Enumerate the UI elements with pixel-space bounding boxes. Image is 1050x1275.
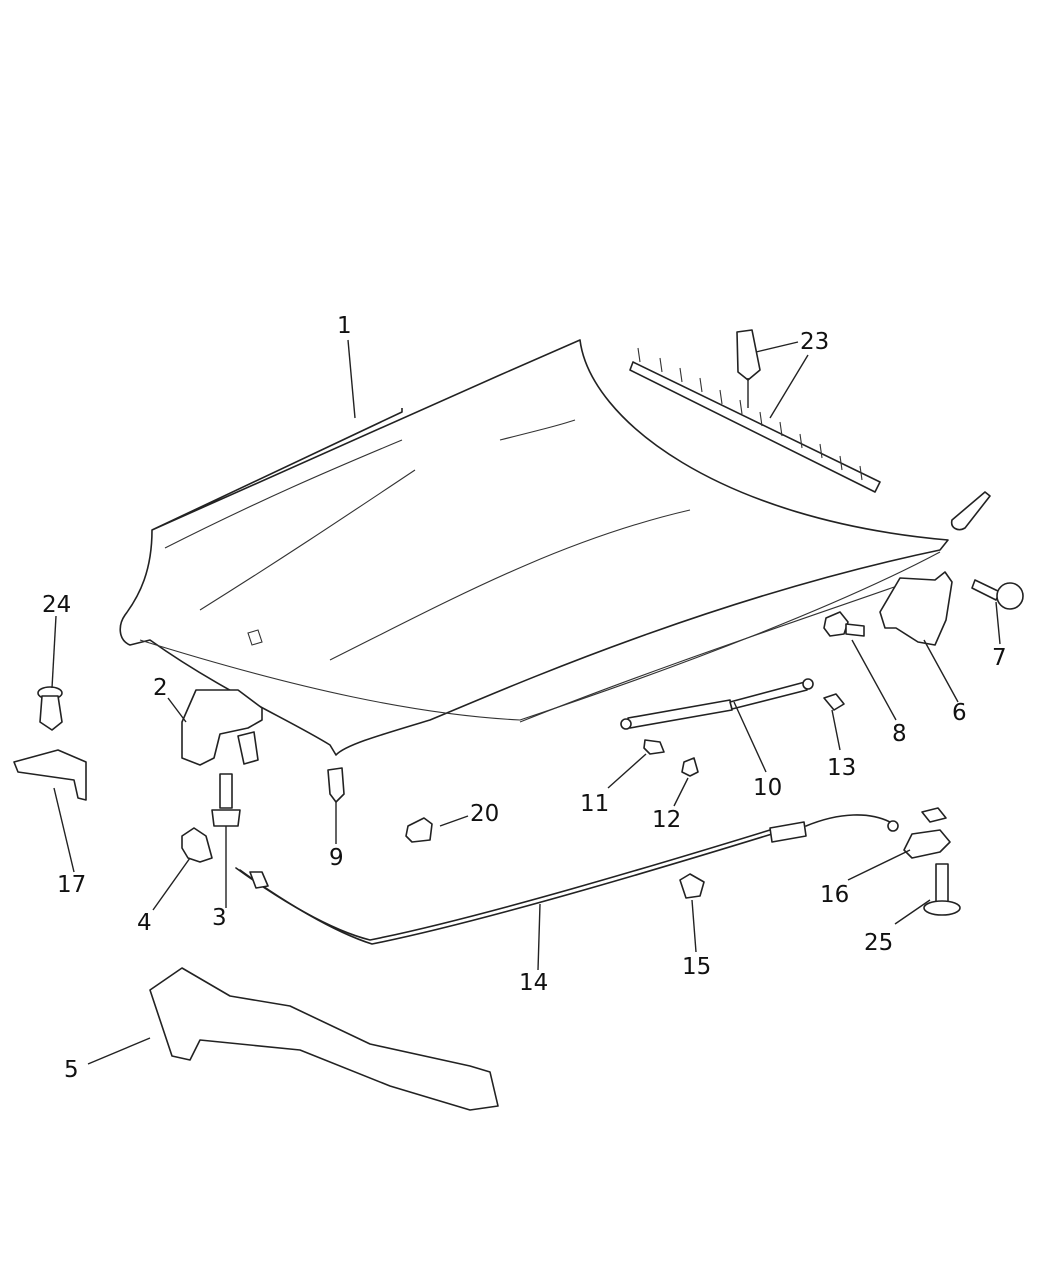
hinge-bolt (971, 579, 1024, 610)
strut-ball-stud-lower (643, 739, 665, 755)
release-cable (235, 814, 899, 945)
hood-latch (181, 689, 263, 766)
hood-seal-strip (629, 329, 881, 493)
callout-11: 11 (580, 791, 609, 817)
callout-2: 2 (153, 675, 168, 701)
callout-25: 25 (864, 930, 893, 956)
hood-hinge (879, 571, 953, 646)
latch-bracket (181, 827, 213, 863)
callout-5: 5 (64, 1057, 79, 1083)
handle-screw (923, 863, 961, 916)
callout-14: 14 (519, 970, 548, 996)
air-deflector (149, 967, 499, 1111)
callout-12: 12 (652, 807, 681, 833)
leader-lines (51, 339, 1001, 1065)
callout-15: 15 (682, 954, 711, 980)
retainer-clip (681, 757, 699, 777)
callout-7: 7 (992, 645, 1007, 671)
hinge-lever (950, 491, 991, 531)
callout-labels: 1 23 2 24 7 6 8 13 10 11 12 20 9 17 16 4… (42, 313, 1007, 1083)
release-handle (903, 807, 951, 859)
hinge-mount-bolt (823, 611, 865, 637)
callout-6: 6 (952, 700, 967, 726)
cable-clip (679, 873, 705, 899)
callout-1: 1 (337, 313, 352, 339)
callout-3: 3 (212, 905, 227, 931)
callout-20: 20 (470, 801, 499, 827)
callout-9: 9 (329, 845, 344, 871)
push-pin (37, 686, 63, 731)
callout-24: 24 (42, 592, 71, 618)
callout-23: 23 (800, 329, 829, 355)
callout-8: 8 (892, 721, 907, 747)
strut-ball-stud-upper (823, 693, 845, 711)
callout-13: 13 (827, 755, 856, 781)
hood-bumper-stop (327, 767, 345, 803)
callout-10: 10 (753, 775, 782, 801)
grommet (405, 817, 433, 843)
callout-17: 17 (57, 872, 86, 898)
callout-16: 16 (820, 882, 849, 908)
latch-stud-bolt (211, 773, 241, 827)
gas-strut (620, 678, 814, 730)
callout-4: 4 (137, 910, 152, 936)
support-bracket (13, 749, 87, 801)
hood-panel (119, 339, 949, 756)
